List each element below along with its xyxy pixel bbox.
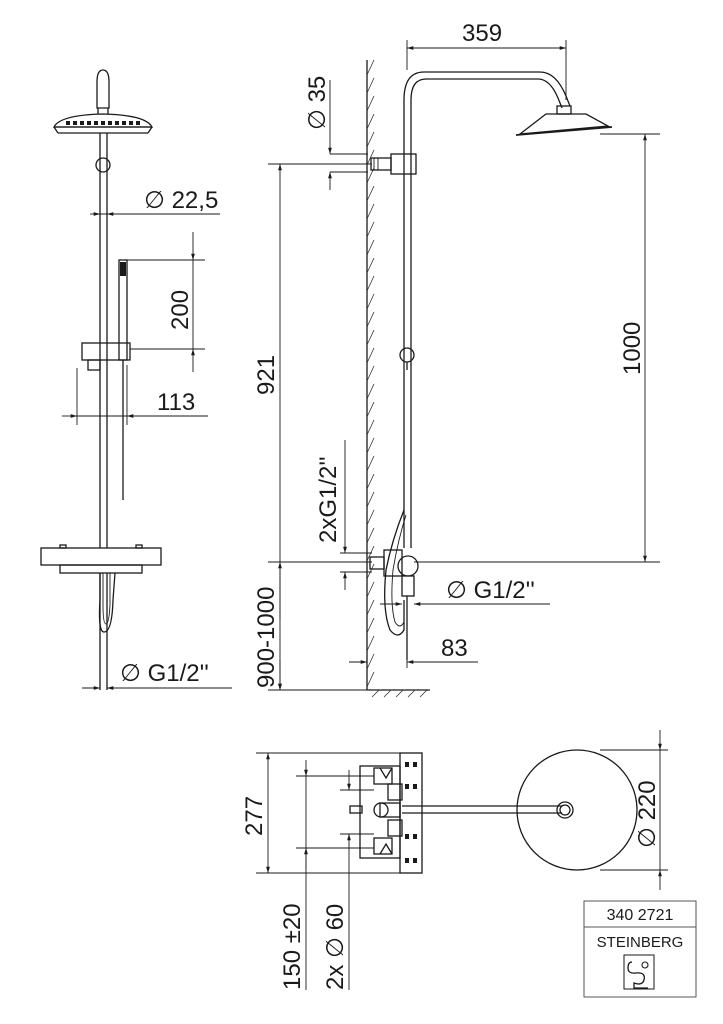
- shower-head-side: [515, 105, 613, 136]
- brand-name: STEINBERG: [597, 934, 684, 951]
- side-view: 359 ∅ 35 921 1000 2xG1/2'' 900-1000: [253, 20, 660, 698]
- dim-depth: 83: [441, 635, 468, 662]
- dim-head-diameter: ∅ 22,5: [144, 187, 218, 214]
- plan-view: 277 150 ±20 2x ∅ 60 ∅ 220: [241, 730, 668, 990]
- article-number: 340 2721: [607, 907, 674, 924]
- shower-head: [52, 108, 154, 134]
- dim-height-1000: 1000: [619, 322, 646, 375]
- floor-hatching: [371, 689, 428, 698]
- wall-bracket-top: [370, 153, 417, 175]
- dim-wall-diameter: ∅ 35: [304, 76, 331, 130]
- dim-handshower-length: 200: [167, 290, 194, 330]
- brand-logo-icon: [623, 954, 655, 990]
- slider-holder: [81, 342, 131, 371]
- mixer-side: [369, 549, 419, 597]
- wall-hatching: [366, 59, 375, 688]
- dim-277: 277: [241, 796, 268, 836]
- dim-connections: 2xG1/2'': [315, 456, 342, 543]
- dim-arm-length: 359: [462, 20, 502, 47]
- front-view: ∅ 22,5 200 113 ∅ G1/2'': [40, 69, 232, 690]
- dim-inlet-side: ∅ G1/2'': [446, 577, 535, 604]
- dim-height-921: 921: [253, 355, 280, 395]
- thermostat-mixer: [40, 544, 162, 574]
- shower-head-plan: [516, 749, 638, 871]
- dim-offset: 113: [157, 389, 195, 416]
- dim-inlet-front: ∅ G1/2'': [120, 660, 209, 687]
- hand-shower: [118, 259, 128, 500]
- dim-centres: 150 ±20: [279, 903, 306, 990]
- dim-rosettes: 2x ∅ 60: [322, 904, 349, 990]
- shower-arm-top: [96, 69, 110, 109]
- joint-ball: [95, 157, 111, 173]
- title-block: 340 2721 STEINBERG: [583, 900, 697, 998]
- dim-mount-height: 900-1000: [253, 587, 280, 688]
- dim-head: ∅ 220: [634, 780, 661, 848]
